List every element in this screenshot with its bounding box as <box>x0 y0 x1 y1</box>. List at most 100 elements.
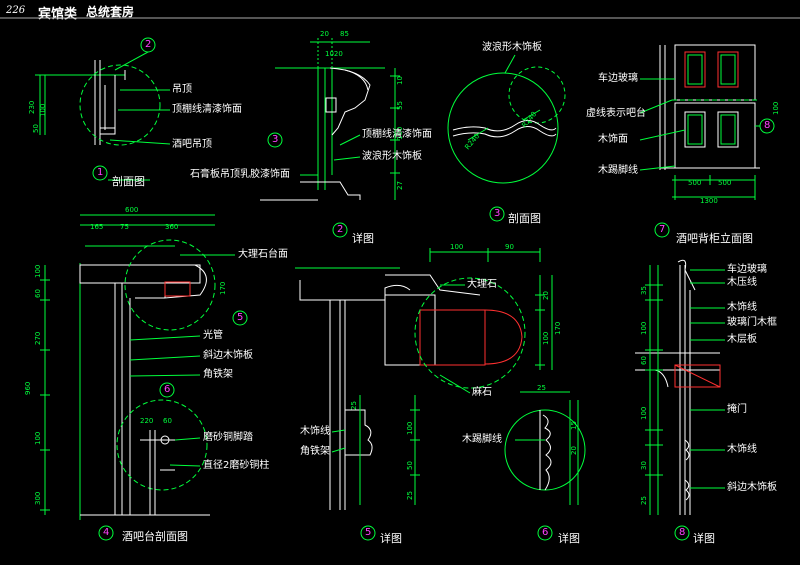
svg-text:20: 20 <box>542 291 550 300</box>
svg-text:100: 100 <box>34 432 42 445</box>
svg-text:100: 100 <box>542 332 550 345</box>
svg-text:500: 500 <box>688 179 701 187</box>
label-dalishi-taimian: 大理石台面 <box>238 249 288 260</box>
drawing-number-4: 4 <box>103 527 110 538</box>
caption-7: 酒吧背柜立面图 <box>676 232 753 245</box>
svg-text:35: 35 <box>640 286 648 295</box>
caption-8: 详图 <box>693 532 715 545</box>
svg-text:R240: R240 <box>463 132 481 151</box>
detail-marker-2: 2 <box>145 39 152 50</box>
caption-1: 剖面图 <box>112 175 145 188</box>
detail-marker-3: 3 <box>272 134 279 145</box>
svg-text:25: 25 <box>406 491 414 500</box>
label-zhijing: 直径2磨砂铜柱 <box>203 460 270 471</box>
label-dingpeng-2: 顶棚线清漆饰面 <box>362 129 432 140</box>
label-bolang: 波浪形木饰板 <box>362 151 422 162</box>
label-dalishi: 大理石 <box>467 279 497 290</box>
drawing-number-6: 6 <box>542 527 549 538</box>
label-mashi: 麻石 <box>472 387 492 398</box>
drawing-number-7: 7 <box>659 224 666 235</box>
label-dingpeng: 顶棚线清漆饰面 <box>172 104 242 115</box>
label-chebian-boli: 车边玻璃 <box>727 264 767 275</box>
svg-text:600: 600 <box>125 206 138 214</box>
svg-text:230: 230 <box>28 101 36 114</box>
svg-text:170: 170 <box>554 322 562 335</box>
svg-text:100: 100 <box>396 127 404 140</box>
drawing-number-1: 1 <box>97 167 104 178</box>
label-mushixian-2: 木饰线 <box>727 302 757 313</box>
svg-text:60: 60 <box>640 356 648 365</box>
svg-text:360: 360 <box>165 223 178 231</box>
svg-text:75: 75 <box>120 223 129 231</box>
svg-text:85: 85 <box>340 30 349 38</box>
detail-marker-5: 5 <box>237 312 244 323</box>
svg-text:100: 100 <box>39 104 47 117</box>
svg-text:50: 50 <box>32 124 40 133</box>
svg-text:170: 170 <box>219 282 227 295</box>
svg-text:270: 270 <box>34 332 42 345</box>
detail-marker-6: 6 <box>164 384 171 395</box>
svg-text:25: 25 <box>350 401 358 410</box>
label-yanmen: 掩门 <box>727 404 747 415</box>
svg-text:20: 20 <box>570 446 578 455</box>
svg-text:1020: 1020 <box>325 50 343 58</box>
svg-text:20: 20 <box>320 30 329 38</box>
caption-3: 剖面图 <box>508 212 541 225</box>
drawing-number-5: 5 <box>365 527 372 538</box>
label-muyaxian: 木压线 <box>727 277 757 288</box>
label-bolang-top: 波浪形木饰板 <box>482 42 542 53</box>
label-mushixian-3: 木饰线 <box>727 444 757 455</box>
svg-text:27: 27 <box>396 181 404 190</box>
svg-text:100: 100 <box>772 102 780 115</box>
svg-text:50: 50 <box>406 461 414 470</box>
page-number: 226 <box>6 5 26 16</box>
drawing-number-2: 2 <box>337 224 344 235</box>
svg-text:15: 15 <box>570 421 578 430</box>
svg-text:100: 100 <box>640 322 648 335</box>
svg-text:60: 60 <box>34 289 42 298</box>
label-mosha-jiaota: 磨砂铜脚踏 <box>203 432 253 443</box>
svg-text:220: 220 <box>140 417 153 425</box>
label-jiaotiejia-2: 角铁架 <box>300 446 330 457</box>
svg-text:100: 100 <box>640 407 648 420</box>
label-chebian: 车边玻璃 <box>598 73 638 84</box>
svg-text:25: 25 <box>537 384 546 392</box>
label-xuxian: 虚线表示吧台 <box>586 108 646 119</box>
svg-text:960: 960 <box>24 382 32 395</box>
caption-4: 酒吧台剖面图 <box>122 530 188 543</box>
drawing-number-3: 3 <box>494 208 501 219</box>
label-shigao: 石膏板吊顶乳胶漆饰面 <box>190 169 290 180</box>
svg-text:300: 300 <box>34 492 42 505</box>
svg-text:55: 55 <box>396 101 404 110</box>
label-xiebian-2: 斜边木饰板 <box>727 482 777 493</box>
svg-text:100: 100 <box>450 243 463 251</box>
svg-text:25: 25 <box>640 496 648 505</box>
svg-text:165: 165 <box>90 223 103 231</box>
label-boli-mukuang: 玻璃门木框 <box>727 317 777 328</box>
detail-marker-8: 8 <box>764 120 771 131</box>
label-mutijiao: 木踢脚线 <box>598 165 638 176</box>
label-guangguan: 光管 <box>203 330 223 341</box>
svg-text:10: 10 <box>396 76 404 85</box>
caption-2: 详图 <box>352 232 374 245</box>
label-jiuba-diaoding: 酒吧吊顶 <box>172 139 212 150</box>
label-jiaotiejia: 角铁架 <box>203 369 233 380</box>
label-mushixian: 木饰线 <box>300 426 330 437</box>
svg-text:90: 90 <box>505 243 514 251</box>
page-subtitle: 总统套房 <box>86 5 135 19</box>
drawing-number-8: 8 <box>679 527 686 538</box>
caption-5: 详图 <box>380 532 402 545</box>
label-xiebian: 斜边木饰板 <box>203 350 253 361</box>
svg-text:1300: 1300 <box>700 197 718 205</box>
label-mucengban: 木层板 <box>727 334 757 345</box>
label-diaoding: 吊顶 <box>172 84 192 95</box>
label-mushimian: 木饰面 <box>598 134 628 145</box>
caption-6: 详图 <box>558 532 580 545</box>
svg-text:100: 100 <box>34 265 42 278</box>
svg-text:500: 500 <box>718 179 731 187</box>
label-mutijiaoxian: 木踢脚线 <box>462 434 502 445</box>
svg-text:30: 30 <box>640 461 648 470</box>
svg-text:100: 100 <box>406 422 414 435</box>
